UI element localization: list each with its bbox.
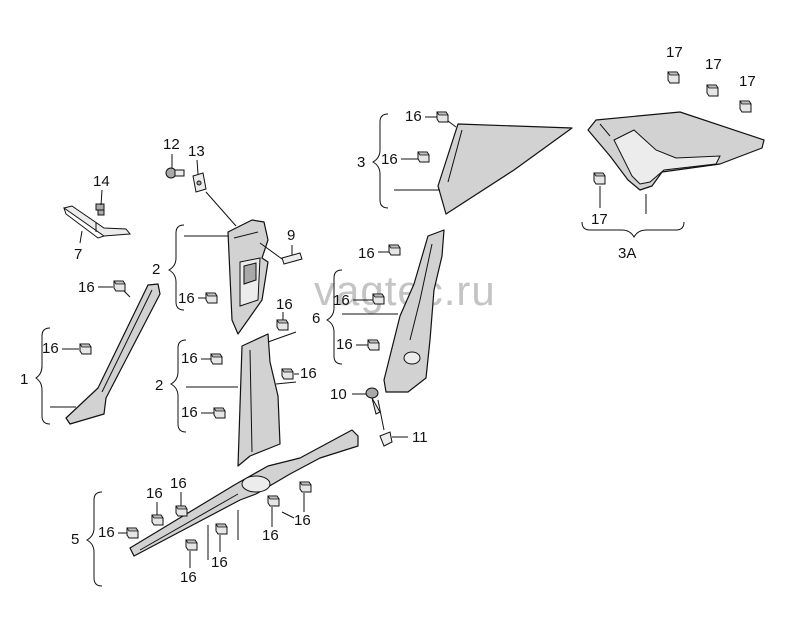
- label-5: 5: [71, 531, 79, 548]
- label-1: 1: [20, 371, 28, 388]
- label-16-d6: 16: [262, 527, 279, 544]
- part-7-bracket: [62, 205, 131, 239]
- part-3-upper-panel: [437, 123, 573, 215]
- label-17-b: 17: [705, 56, 722, 73]
- clip-16-e1: [388, 244, 401, 256]
- clip-16-d1: [151, 514, 164, 526]
- label-17-d: 17: [591, 211, 608, 228]
- clip-16-a1: [113, 280, 126, 292]
- clip-17-a: [667, 71, 680, 84]
- label-16-c2: 16: [181, 404, 198, 421]
- label-2-lower: 2: [155, 377, 163, 394]
- label-16-d3: 16: [98, 524, 115, 541]
- clip-16-d3: [126, 527, 139, 539]
- clip-16-b1: [205, 292, 218, 304]
- part-12-bolt: [165, 167, 185, 179]
- clip-16-f1: [436, 111, 449, 123]
- clip-16-b2: [276, 319, 289, 331]
- clip-16-c3: [281, 368, 294, 380]
- clip-17-d: [593, 172, 606, 185]
- clip-17-c: [739, 100, 752, 113]
- part-6-c-pillar-trim: [383, 229, 445, 393]
- clip-16-e3: [367, 339, 380, 351]
- label-6: 6: [312, 310, 320, 327]
- label-16-c1: 16: [181, 350, 198, 367]
- clip-16-f2: [417, 151, 430, 163]
- label-2-upper: 2: [152, 261, 160, 278]
- part-11-clip: [379, 431, 393, 447]
- label-7: 7: [74, 246, 82, 263]
- label-16-a1: 16: [78, 279, 95, 296]
- part-2-b-pillar-lower: [237, 333, 281, 467]
- label-10: 10: [330, 386, 347, 403]
- clip-16-e2: [372, 293, 385, 305]
- label-14: 14: [93, 173, 110, 190]
- clip-16-d5: [215, 523, 228, 535]
- label-16-b2: 16: [276, 296, 293, 313]
- clip-16-d6: [267, 495, 280, 507]
- clip-16-c1: [210, 353, 223, 365]
- clip-16-a2: [79, 343, 92, 355]
- label-12: 12: [163, 136, 180, 153]
- label-17-c: 17: [739, 73, 756, 90]
- label-16-e3: 16: [336, 336, 353, 353]
- part-10-screw: [365, 387, 381, 415]
- label-16-e1: 16: [358, 245, 375, 262]
- label-13: 13: [188, 143, 205, 160]
- part-3a-rear-trim: [587, 111, 765, 191]
- label-16-f2: 16: [381, 151, 398, 168]
- label-16-d4: 16: [180, 569, 197, 586]
- label-16-b1: 16: [178, 290, 195, 307]
- clip-16-d4: [185, 539, 198, 551]
- label-9: 9: [287, 227, 295, 244]
- label-3: 3: [357, 154, 365, 171]
- clip-16-c2: [213, 407, 226, 419]
- clip-17-b: [706, 84, 719, 97]
- label-16-c3: 16: [300, 365, 317, 382]
- label-16-f1: 16: [405, 108, 422, 125]
- label-11: 11: [412, 429, 428, 446]
- part-9-clip: [281, 252, 303, 265]
- part-5-sill-trim: [129, 429, 359, 557]
- label-16-d2: 16: [170, 475, 187, 492]
- label-16-a2: 16: [42, 340, 59, 357]
- label-17-a: 17: [666, 44, 683, 61]
- label-3a: 3A: [618, 245, 636, 262]
- part-13-clamp: [192, 172, 207, 193]
- label-16-d5: 16: [211, 554, 228, 571]
- label-16-d1: 16: [146, 485, 163, 502]
- label-16-d7: 16: [294, 512, 311, 529]
- part-1-a-pillar-trim: [65, 283, 161, 425]
- part-2-b-pillar-upper: [227, 219, 269, 335]
- clip-16-d2: [175, 505, 188, 517]
- clip-16-d7: [299, 481, 312, 493]
- label-16-e2: 16: [333, 292, 350, 309]
- part-14-screw: [95, 203, 105, 216]
